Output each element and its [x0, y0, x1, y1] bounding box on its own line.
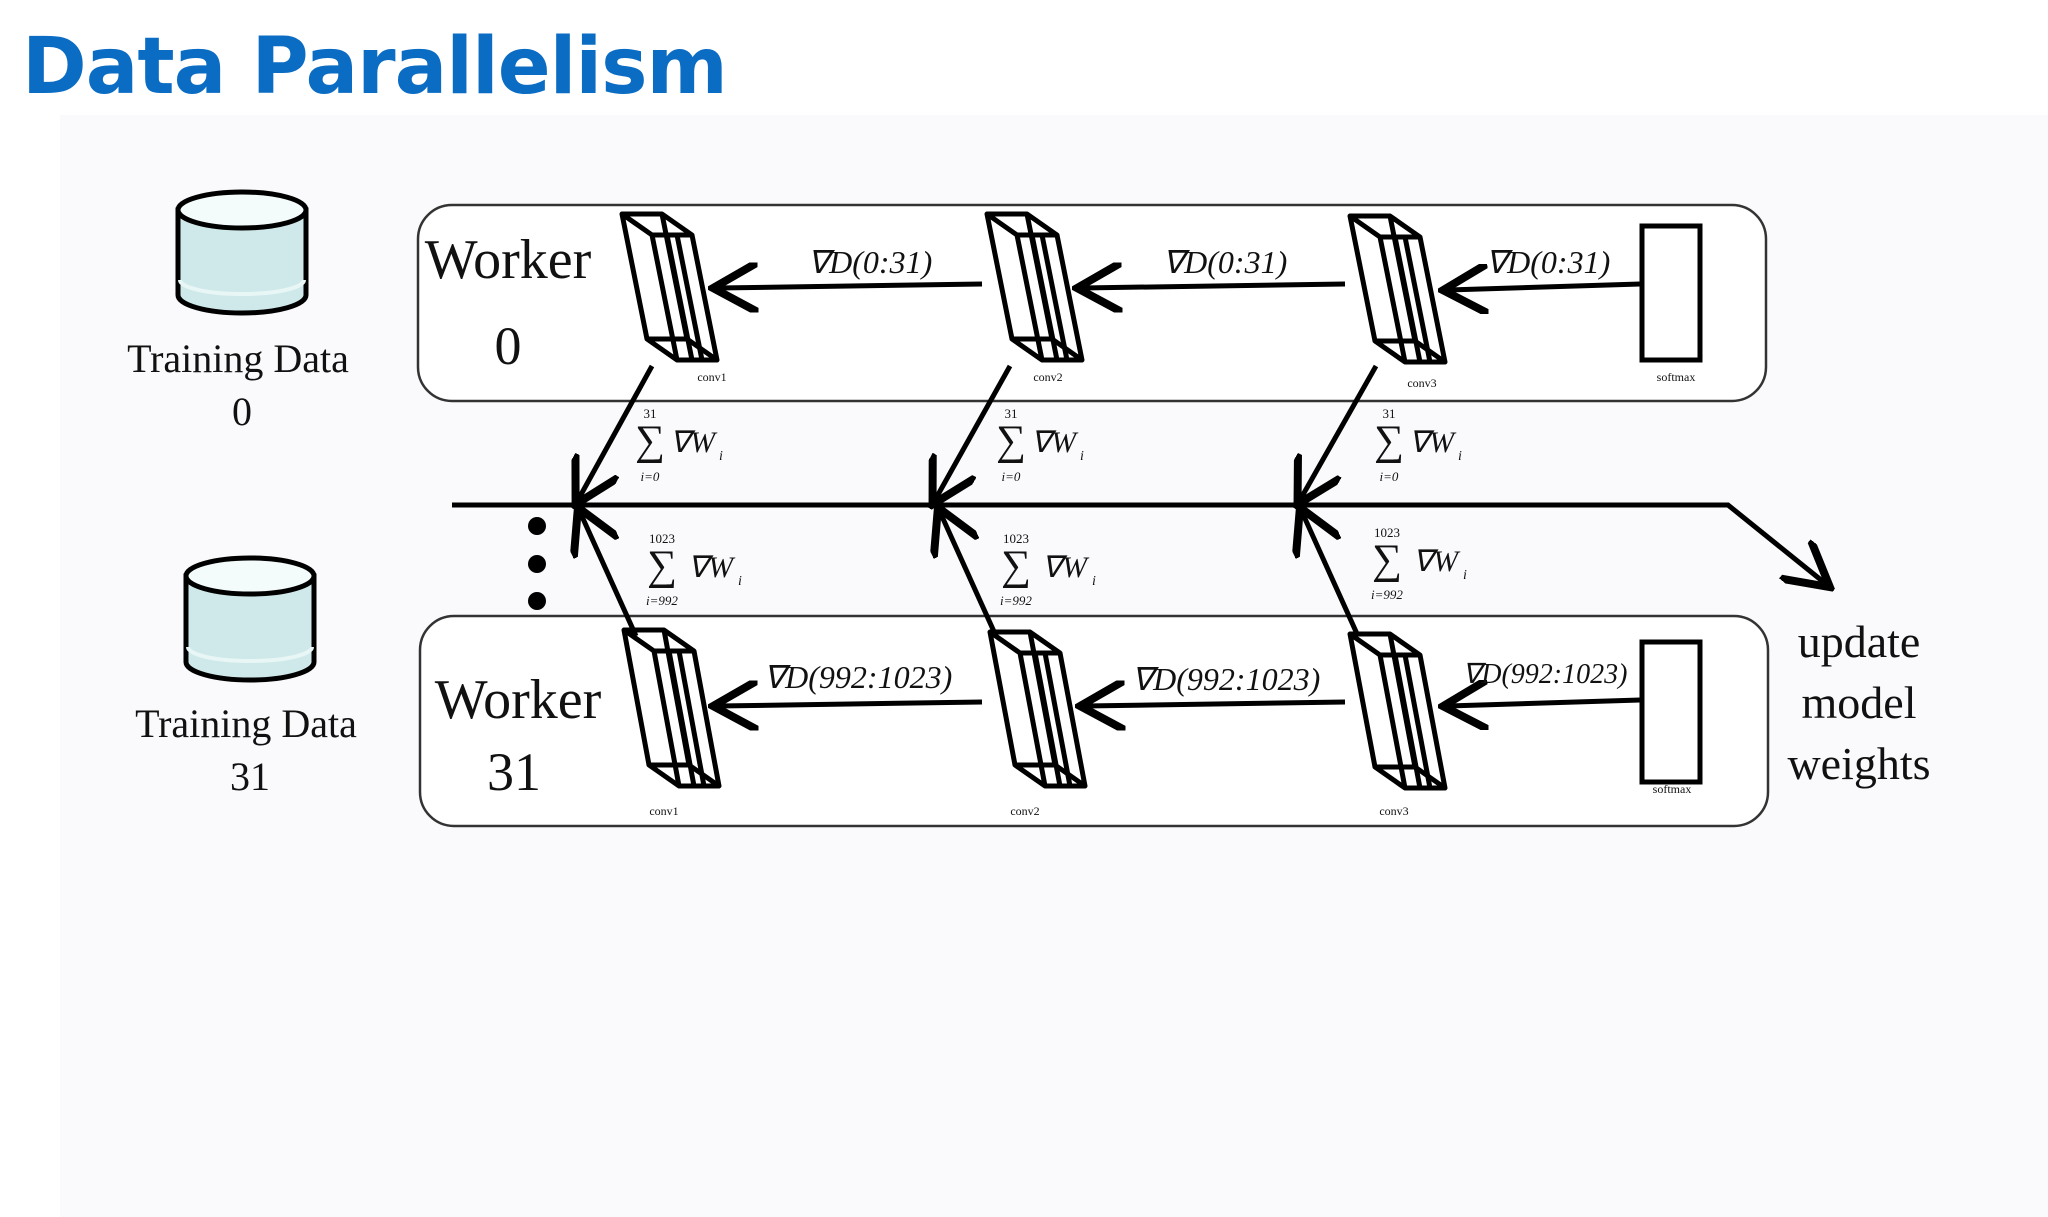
sum-upper: 1023 — [1003, 531, 1029, 546]
database-icon — [183, 555, 317, 683]
sum-term: ∇W — [1409, 426, 1457, 459]
sum-term: ∇W — [1042, 551, 1090, 584]
layer-label: softmax — [1657, 370, 1696, 384]
slide-title: Data Parallelism — [22, 22, 728, 112]
conv1-layer-icon — [619, 211, 720, 363]
layer-label: conv1 — [697, 370, 726, 384]
conv2-layer-icon — [987, 629, 1088, 789]
weight-gradient-arrow — [578, 364, 655, 500]
sum-label-w0-conv1: 31 ∑ i=0 ∇W i — [635, 406, 723, 484]
worker-index: 0 — [495, 316, 522, 376]
training-data-index: 31 — [230, 754, 270, 799]
gradient-arrow — [1085, 702, 1346, 706]
gradient-arrow — [1448, 700, 1641, 706]
sum-lower: i=992 — [1000, 593, 1032, 608]
conv1-layer-icon — [621, 627, 722, 789]
parameter-bus-arrow — [452, 502, 1826, 584]
sum-symbol: ∑ — [1372, 537, 1402, 583]
sum-symbol: ∑ — [647, 543, 677, 589]
gradient-label: ∇D(0:31) — [1163, 244, 1287, 280]
sum-symbol: ∑ — [635, 418, 665, 464]
layer-label: conv2 — [1033, 370, 1062, 384]
sum-lower: i=0 — [641, 469, 660, 484]
sum-lower: i=0 — [1002, 469, 1021, 484]
gradient-arrow — [718, 702, 983, 706]
worker-label: Worker — [425, 229, 592, 291]
sum-upper: 1023 — [1374, 525, 1400, 540]
sum-subscript: i — [1080, 449, 1084, 464]
layer-label: conv3 — [1379, 804, 1408, 818]
sum-term: ∇W — [1031, 426, 1079, 459]
sum-lower: i=992 — [1371, 587, 1403, 602]
sum-symbol: ∑ — [996, 418, 1026, 464]
sum-subscript: i — [1092, 574, 1096, 589]
gradient-arrow — [718, 284, 983, 288]
gradient-label: ∇D(0:31) — [808, 244, 932, 280]
gradient-arrow — [1448, 284, 1641, 290]
sum-label-w31-conv1: 1023 ∑ i=992 ∇W i — [646, 531, 742, 608]
output-line: model — [1802, 677, 1917, 728]
database-icon — [175, 189, 309, 316]
sum-label-w0-conv3: 31 ∑ i=0 ∇W i — [1374, 406, 1462, 484]
sum-upper: 1023 — [649, 531, 675, 546]
gradient-label: ∇D(992:1023) — [1463, 659, 1628, 690]
weight-gradient-arrow — [1300, 364, 1379, 500]
sum-subscript: i — [719, 449, 723, 464]
sum-term: ∇W — [1413, 545, 1461, 578]
sum-lower: i=992 — [646, 593, 678, 608]
conv2-layer-icon — [984, 211, 1085, 363]
training-data-label: Training Data — [135, 701, 357, 746]
sum-symbol: ∑ — [1001, 543, 1031, 589]
sum-symbol: ∑ — [1374, 418, 1404, 464]
gradient-arrow — [1082, 284, 1346, 288]
layer-label: softmax — [1653, 782, 1692, 796]
update-model-weights-label: update model weights — [1787, 616, 1930, 789]
sum-label-w31-conv2: 1023 ∑ i=992 ∇W i — [1000, 531, 1096, 608]
output-line: weights — [1787, 738, 1930, 789]
sum-lower: i=0 — [1380, 469, 1399, 484]
weight-gradient-arrow — [940, 512, 999, 638]
worker-31-panel: Worker 31 — [418, 614, 1770, 828]
worker-index: 31 — [487, 742, 541, 802]
layer-label: conv2 — [1010, 804, 1039, 818]
worker-0-panel: Worker 0 — [416, 203, 1768, 403]
layer-label: conv1 — [649, 804, 678, 818]
training-data-31: Training Data 31 — [135, 555, 357, 799]
output-line: update — [1798, 616, 1921, 667]
sum-upper: 31 — [1005, 406, 1018, 421]
sum-upper: 31 — [644, 406, 657, 421]
ellipsis-dots — [528, 517, 546, 610]
training-data-index: 0 — [232, 389, 252, 434]
conv3-layer-icon — [1347, 631, 1448, 791]
sum-term: ∇W — [670, 426, 718, 459]
layer-label: conv3 — [1407, 376, 1436, 390]
softmax-layer-icon — [1639, 223, 1703, 363]
sum-label-w0-conv2: 31 ∑ i=0 ∇W i — [996, 406, 1084, 484]
training-data-label: Training Data — [127, 336, 349, 381]
softmax-layer-icon — [1639, 639, 1703, 785]
sum-subscript: i — [1458, 449, 1462, 464]
sum-label-w31-conv3: 1023 ∑ i=992 ∇W i — [1371, 525, 1467, 602]
weight-gradient-arrow — [580, 512, 639, 638]
sum-subscript: i — [738, 574, 742, 589]
gradient-label: ∇D(992:1023) — [1132, 661, 1320, 697]
gradient-label: ∇D(992:1023) — [764, 659, 952, 695]
gradient-label: ∇D(0:31) — [1486, 244, 1610, 280]
sum-upper: 31 — [1383, 406, 1396, 421]
sum-subscript: i — [1463, 568, 1467, 583]
sum-term: ∇W — [688, 551, 736, 584]
weight-gradient-arrow — [1302, 512, 1361, 638]
training-data-0: Training Data 0 — [127, 189, 349, 434]
weight-gradient-arrow — [935, 364, 1013, 500]
conv3-layer-icon — [1347, 213, 1448, 365]
worker-label: Worker — [435, 669, 602, 731]
